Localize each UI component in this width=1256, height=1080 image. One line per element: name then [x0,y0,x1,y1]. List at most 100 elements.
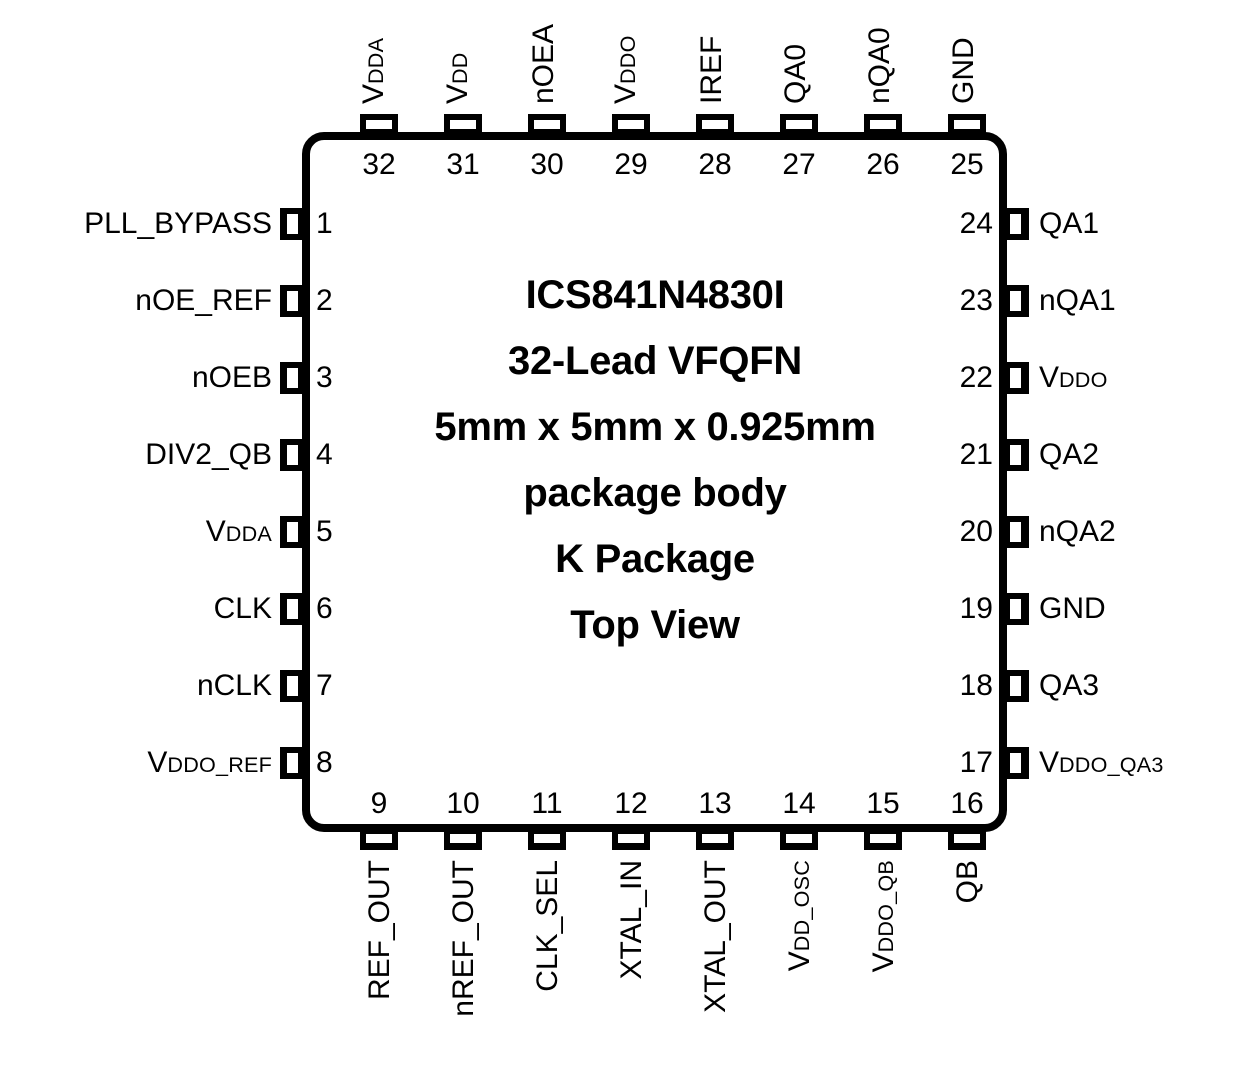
pad-pin-20[interactable] [1003,516,1029,548]
pad-pin-4[interactable] [280,439,306,471]
lead-count-package-type: 32-Lead VFQFN [508,339,802,383]
pad-slot [450,834,476,843]
pad-pin-31[interactable] [444,114,482,136]
pin-number-19: 19 [959,592,993,625]
pad-slot [1010,599,1021,619]
view-orientation: Top View [570,603,740,647]
pin-label-8: VDDO_REF [147,746,272,779]
pad-pin-21[interactable] [1003,439,1029,471]
pad-slot [618,120,644,129]
pad-slot [366,834,392,843]
pad-slot [534,120,560,129]
pad-pin-1[interactable] [280,208,306,240]
pin-label-20: nQA2 [1039,515,1116,548]
pin-label-text-32: VDDA [357,37,390,104]
pad-pin-32[interactable] [360,114,398,136]
pad-slot [870,120,896,129]
pin-label-13: XTAL_OUT [699,860,732,1013]
pad-pin-5[interactable] [280,516,306,548]
pin-number-20: 20 [959,515,993,548]
pad-pin-14[interactable] [780,828,818,850]
pad-slot [702,120,728,129]
pad-pin-23[interactable] [1003,285,1029,317]
pin-number-12: 12 [614,787,648,820]
pin-label-31: VDD [441,0,476,104]
pin-label-17: VDDO_QA3 [1039,746,1164,779]
package-dimensions: 5mm x 5mm x 0.925mm [434,405,876,449]
pin-number-3: 3 [316,361,333,394]
pin-number-11: 11 [531,787,563,820]
pad-pin-30[interactable] [528,114,566,136]
pin-number-1: 1 [316,207,333,240]
pad-pin-25[interactable] [948,114,986,136]
pin-number-17: 17 [959,746,993,779]
pad-pin-13[interactable] [696,828,734,850]
pad-pin-17[interactable] [1003,747,1029,779]
pad-slot [1010,214,1021,234]
pin-number-8: 8 [316,746,333,779]
pad-pin-3[interactable] [280,362,306,394]
pad-pin-24[interactable] [1003,208,1029,240]
pad-pin-8[interactable] [280,747,306,779]
pad-slot [287,291,298,311]
part-number: ICS841N4830I [525,273,785,317]
pad-pin-10[interactable] [444,828,482,850]
pad-slot [450,120,476,129]
pad-pin-2[interactable] [280,285,306,317]
pad-pin-29[interactable] [612,114,650,136]
pin-number-5: 5 [316,515,333,548]
pad-slot [1010,445,1021,465]
pad-pin-11[interactable] [528,828,566,850]
pin-number-6: 6 [316,592,333,625]
pin-label-text-15: VDDO_QB [867,860,900,973]
pin-label-1: PLL_BYPASS [84,207,272,240]
pin-number-23: 23 [959,284,993,317]
pin-number-26: 26 [866,148,900,181]
pad-pin-6[interactable] [280,593,306,625]
pad-slot [1010,368,1021,388]
pin-label-text-13: XTAL_OUT [699,860,732,1013]
pin-label-text-27: QA0 [779,43,812,104]
pad-pin-28[interactable] [696,114,734,136]
pin-number-24: 24 [959,207,993,240]
pin-label-4: DIV2_QB [145,438,272,471]
pin-label-text-14: VDD_OSC [783,860,816,972]
pad-pin-15[interactable] [864,828,902,850]
pad-pin-26[interactable] [864,114,902,136]
pad-pin-19[interactable] [1003,593,1029,625]
pad-slot [1010,676,1021,696]
pad-slot [786,120,812,129]
package-body-label: package body [523,471,787,515]
pin-label-6: CLK [213,592,272,625]
pin-number-13: 13 [698,787,732,820]
pad-pin-16[interactable] [948,828,986,850]
pad-slot [702,834,728,843]
pin-number-4: 4 [316,438,333,471]
pad-pin-27[interactable] [780,114,818,136]
pad-slot [287,599,298,619]
pin-number-31: 31 [446,148,480,181]
pin-number-18: 18 [959,669,993,702]
pin-label-11: CLK_SEL [531,860,564,992]
pad-pin-18[interactable] [1003,670,1029,702]
pad-slot [287,368,298,388]
pad-pin-12[interactable] [612,828,650,850]
pad-pin-7[interactable] [280,670,306,702]
pin-number-27: 27 [782,148,816,181]
pin-label-text-25: GND [947,37,980,104]
pin-number-10: 10 [446,787,480,820]
pin-label-text-16: QB [951,860,984,904]
pad-pin-9[interactable] [360,828,398,850]
pin-label-16: QB [951,860,984,903]
pin-label-text-30: nOEA [527,23,560,104]
pin-number-9: 9 [370,787,388,820]
pad-slot [287,214,298,234]
pin-number-7: 7 [316,669,333,702]
pin-label-27: QA0 [779,0,812,104]
pin-label-text-31: VDD [441,52,474,104]
pad-pin-22[interactable] [1003,362,1029,394]
pin-label-14: VDD_OSC [783,860,816,971]
pin-label-18: QA3 [1039,669,1100,702]
pin-number-21: 21 [959,438,993,471]
pad-slot [287,522,298,542]
